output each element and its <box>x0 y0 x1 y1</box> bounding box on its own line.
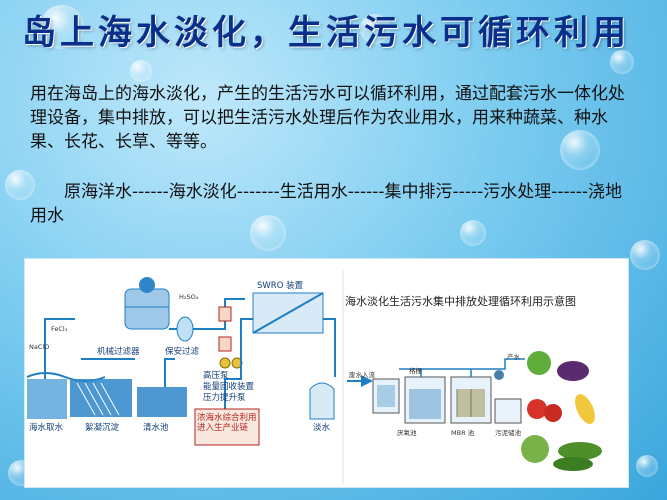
label-fresh-water: 淡水 <box>313 423 331 433</box>
bubble-decoration <box>460 220 486 246</box>
process-flow-paragraph: 原海洋水------海水淡化-------生活用水------集中排污-----… <box>30 182 623 226</box>
label-security-filter: 保安过滤 <box>165 347 200 357</box>
label-intake: 海水取水 <box>29 423 64 433</box>
label-mech-filter: 机械过滤器 <box>97 347 140 357</box>
label-sludge: 污泥储池 <box>495 429 521 437</box>
bubble-decoration <box>40 5 84 49</box>
label-anoxic: 厌氧池 <box>397 429 417 437</box>
bubble-decoration <box>5 170 35 200</box>
bubble-decoration <box>360 14 390 44</box>
bubble-decoration <box>636 455 658 477</box>
label-chem3: H₂SO₄ <box>179 293 199 301</box>
process-diagram-graphic <box>26 269 602 484</box>
bubble-decoration <box>130 60 152 82</box>
label-brine: 浓海水综合利用进入生产业链 <box>197 413 257 433</box>
intro-paragraph: 用在海岛上的海水淡化，产生的生活污水可以循环利用，通过配套污水一体化处理设备，集… <box>30 84 625 152</box>
label-grille: 格栅 <box>409 367 422 375</box>
diagram-caption: 海水淡化生活污水集中排放处理循环利用示意图 <box>345 295 576 308</box>
page-title: 岛上海水淡化，生活污水可循环利用 <box>22 13 630 53</box>
process-diagram: 海水淡化生活污水集中排放处理循环利用示意图 海水取水 絮凝沉淀 清水池 机械过滤… <box>24 258 629 488</box>
label-chem1: NaClO <box>29 343 50 351</box>
label-sewage-in: 废水入流 <box>349 371 375 379</box>
label-mbr: MBR 池 <box>451 429 475 437</box>
bubble-decoration <box>630 240 660 270</box>
bubble-decoration <box>560 130 600 170</box>
label-sedimentation: 絮凝沉淀 <box>85 423 120 433</box>
bubble-decoration <box>610 50 634 74</box>
label-product: 产水 <box>507 353 520 361</box>
label-hp-pump: 高压泵 能量回收装置 压力提升泵 <box>203 371 255 403</box>
label-swro: SWRO 装置 <box>257 281 304 291</box>
bubble-decoration <box>250 215 286 251</box>
label-chem2: FeCl₃ <box>51 325 68 333</box>
label-clear-tank: 清水池 <box>143 423 169 433</box>
